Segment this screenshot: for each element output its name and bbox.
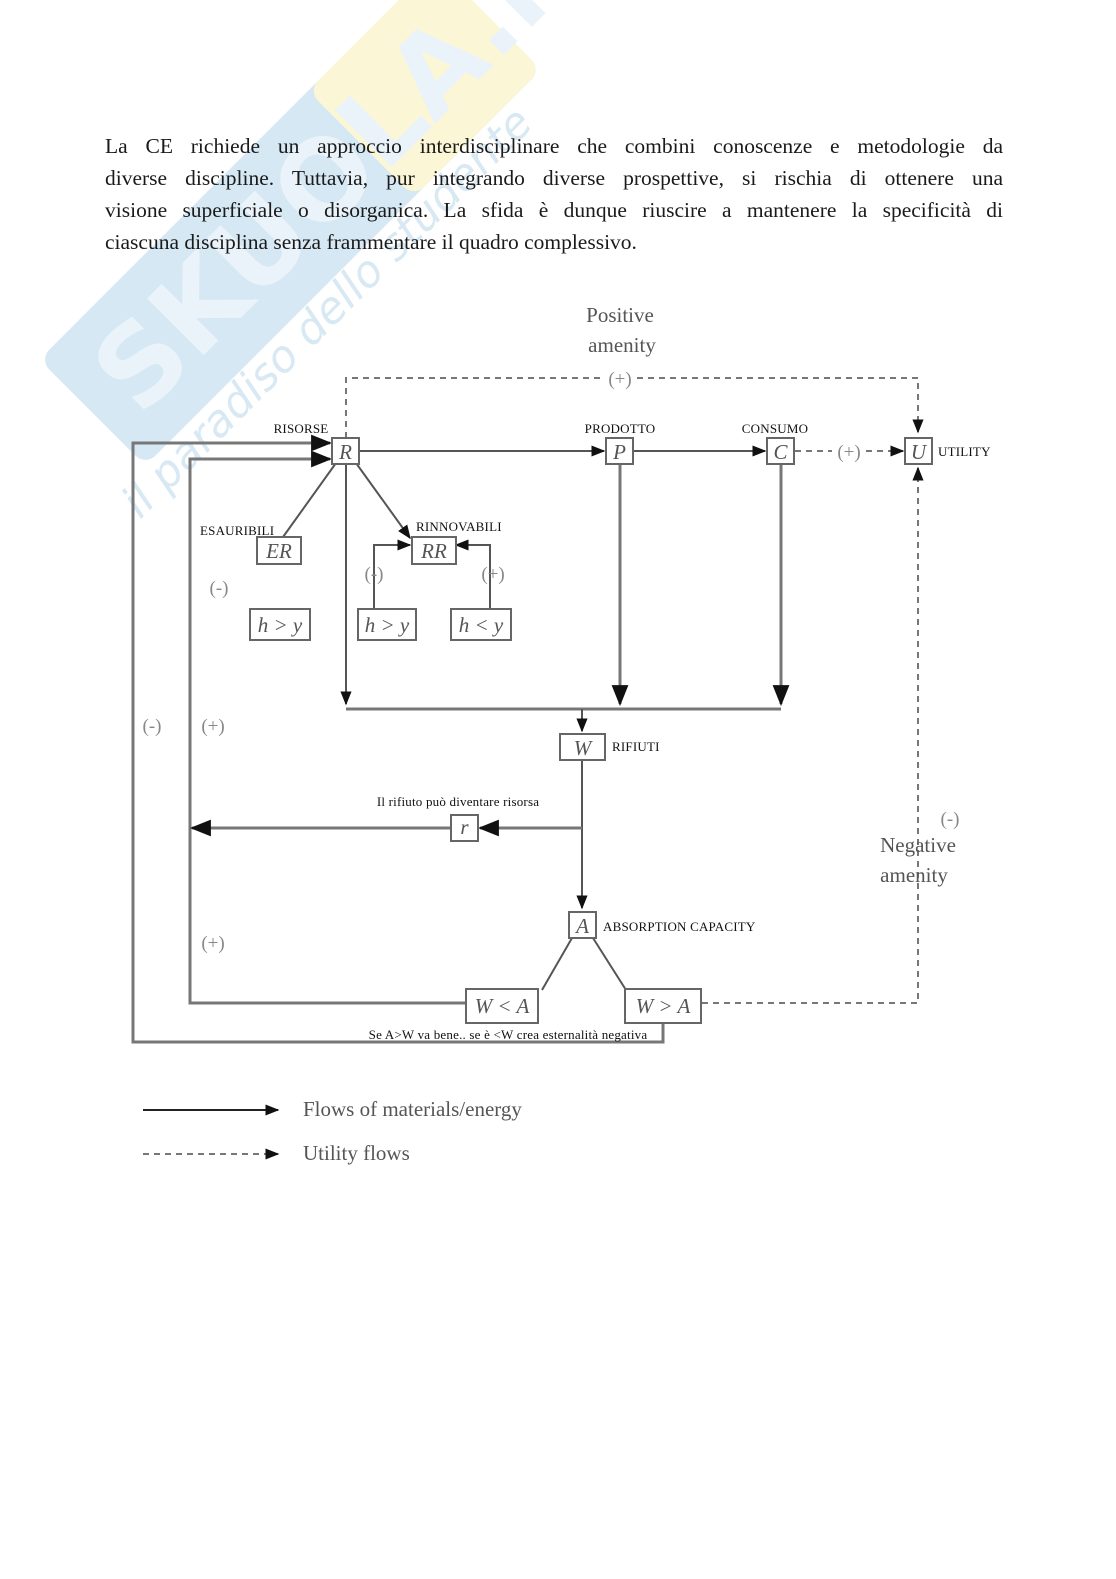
positive-amenity-sign: (+) — [608, 369, 631, 390]
paragraph-line: visione superficiale o disorganica. La s… — [105, 198, 1003, 222]
node-c-symbol: C — [773, 440, 788, 464]
node-c — [766, 437, 795, 465]
label-utility: UTILITY — [938, 444, 991, 459]
sign-rr-plus: (+) — [481, 564, 504, 585]
paragraph-line: La CE richiede un approccio interdiscipl… — [105, 134, 1003, 158]
label-absorption-capacity: ABSORPTION CAPACITY — [603, 919, 756, 934]
negative-amenity-sign: (-) — [941, 809, 960, 830]
legend-solid-label: Flows of materials/energy — [303, 1097, 522, 1121]
positive-amenity-label: Positive — [586, 303, 654, 327]
negative-amenity-label: Negative — [880, 833, 956, 857]
outer-feedback-loop — [131, 434, 665, 1044]
sign-recycle-loop: (+) — [201, 716, 224, 737]
node-p-symbol: P — [612, 440, 626, 464]
cond-rr-lt — [450, 608, 512, 641]
node-w-gt-a — [624, 988, 702, 1024]
positive-amenity-flow — [345, 377, 924, 438]
link-a-wgta — [592, 937, 627, 991]
label-rifiuto-risorsa: Il rifiuto può diventare risorsa — [377, 794, 539, 809]
sign-er: (-) — [210, 578, 229, 599]
label-rifiuti: RIFIUTI — [612, 739, 660, 754]
link-r-er — [282, 462, 337, 538]
label-rinnovabili: RINNOVABILI — [416, 519, 502, 534]
label-esauribili: ESAURIBILI — [200, 523, 274, 538]
node-r-small — [450, 814, 479, 842]
node-a — [568, 911, 597, 939]
node-w-symbol: W — [574, 736, 594, 760]
sign-rr-minus: (-) — [365, 564, 384, 585]
cond-rr-gt-text: h > y — [365, 613, 410, 637]
legend: Flows of materials/energy Utility flows — [143, 1097, 522, 1165]
node-r-small-symbol: r — [460, 815, 469, 839]
label-note: Se A>W va bene.. se è <W crea esternalit… — [369, 1027, 648, 1042]
negative-amenity-flow — [702, 466, 924, 1004]
sign-outer-loop: (-) — [143, 716, 162, 737]
positive-amenity-label: amenity — [588, 333, 656, 357]
node-rr — [411, 536, 457, 565]
node-w-lt-a-symbol: W < A — [475, 994, 530, 1018]
node-r-symbol: R — [338, 440, 352, 464]
node-u-symbol: U — [911, 440, 928, 464]
cond-rr-gt — [357, 608, 417, 641]
c-to-u-sign: (+) — [837, 442, 860, 463]
cond-er-h — [249, 608, 311, 641]
node-w-lt-a — [465, 988, 539, 1024]
node-rr-symbol: RR — [420, 539, 447, 563]
node-p — [605, 437, 634, 465]
label-prodotto: PRODOTTO — [585, 421, 656, 436]
link-a-wlta — [541, 937, 573, 991]
paragraph-line: diverse discipline. Tuttavia, pur integr… — [105, 166, 1003, 190]
node-u — [904, 437, 933, 465]
rr-plus-feedback — [454, 539, 491, 612]
legend-dashed-label: Utility flows — [303, 1141, 410, 1165]
node-er-symbol: ER — [265, 539, 292, 563]
absorption-feedback-loop — [188, 450, 466, 1005]
node-w — [559, 733, 606, 761]
cond-er-h-text: h > y — [258, 613, 303, 637]
label-risorse: RISORSE — [274, 421, 329, 436]
body-paragraph: La CE richiede un approccio interdiscipl… — [105, 130, 1003, 258]
node-w-gt-a-symbol: W > A — [636, 994, 691, 1018]
link-r-rr — [355, 462, 411, 540]
node-r — [331, 437, 360, 465]
cond-rr-lt-text: h < y — [459, 613, 504, 637]
rr-minus-feedback — [373, 539, 412, 612]
sign-absorb-loop: (+) — [201, 933, 224, 954]
node-er — [256, 536, 302, 565]
label-consumo: CONSUMO — [742, 421, 808, 436]
negative-amenity-label: amenity — [880, 863, 948, 887]
paragraph-line: ciascuna disciplina senza frammentare il… — [105, 230, 637, 254]
node-a-symbol: A — [574, 914, 589, 938]
